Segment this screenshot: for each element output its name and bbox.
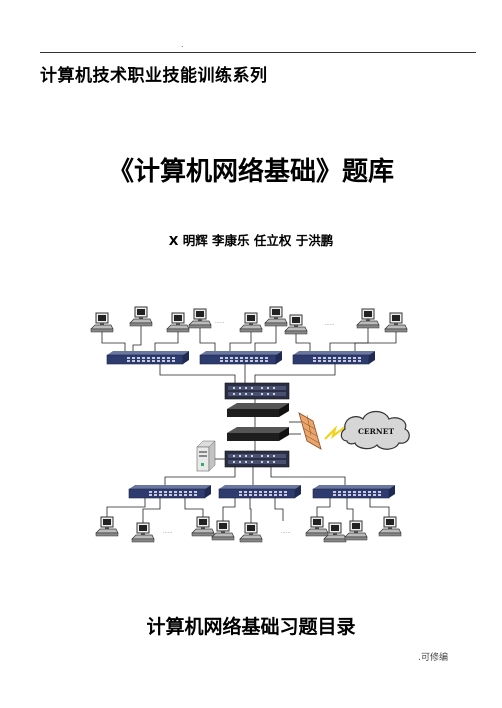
switch-icon [292,350,376,365]
pc-icon [239,312,263,333]
server-icon [196,440,216,472]
pc-icon [90,312,114,333]
router-icon [227,427,289,441]
toc-heading: 计算机网络基础习题目录 [146,616,356,638]
firewall-icon [298,412,322,450]
cloud-label: CERNET [358,427,394,436]
book-title: 《计算机网络基础》题库 [107,157,394,187]
core-switch-icon [224,450,290,468]
header-dot: . [181,40,184,49]
header-rule [40,52,476,53]
pc-icon [384,312,408,333]
pc-icon [264,306,288,327]
switch-icon [199,350,283,365]
pc-icon [356,308,380,329]
pc-icon [211,520,235,541]
pc-icon [344,520,368,541]
lightning-link-icon [324,425,346,440]
diagram-ellipsis: ...... [215,319,225,325]
switch-icon [312,484,396,499]
pc-icon [188,308,212,329]
pc-icon [239,522,263,543]
pc-icon [191,516,215,537]
switch-icon [218,484,302,499]
switch-icon [128,484,212,499]
pc-icon [131,522,155,543]
diagram-ellipsis: ...... [163,529,173,535]
network-topology-diagram: ...... ...... [90,306,410,543]
book-authors: X 明辉 李康乐 任立权 于洪鹏 [168,233,334,248]
pc-icon [284,314,308,335]
pc-icon [95,516,119,537]
switch-icon [106,350,190,365]
diagram-ellipsis: ...... [325,321,335,327]
pc-icon [305,516,329,537]
pc-icon [166,312,190,333]
pc-icon [129,306,153,327]
core-switch-icon [224,382,290,400]
router-icon [227,403,289,417]
footer-note: .可修编 [418,653,448,663]
pc-icon [378,516,402,537]
diagram-ellipsis: ...... [281,529,291,535]
series-title: 计算机技术职业技能训练系列 [40,66,268,86]
cloud-icon [340,410,410,450]
